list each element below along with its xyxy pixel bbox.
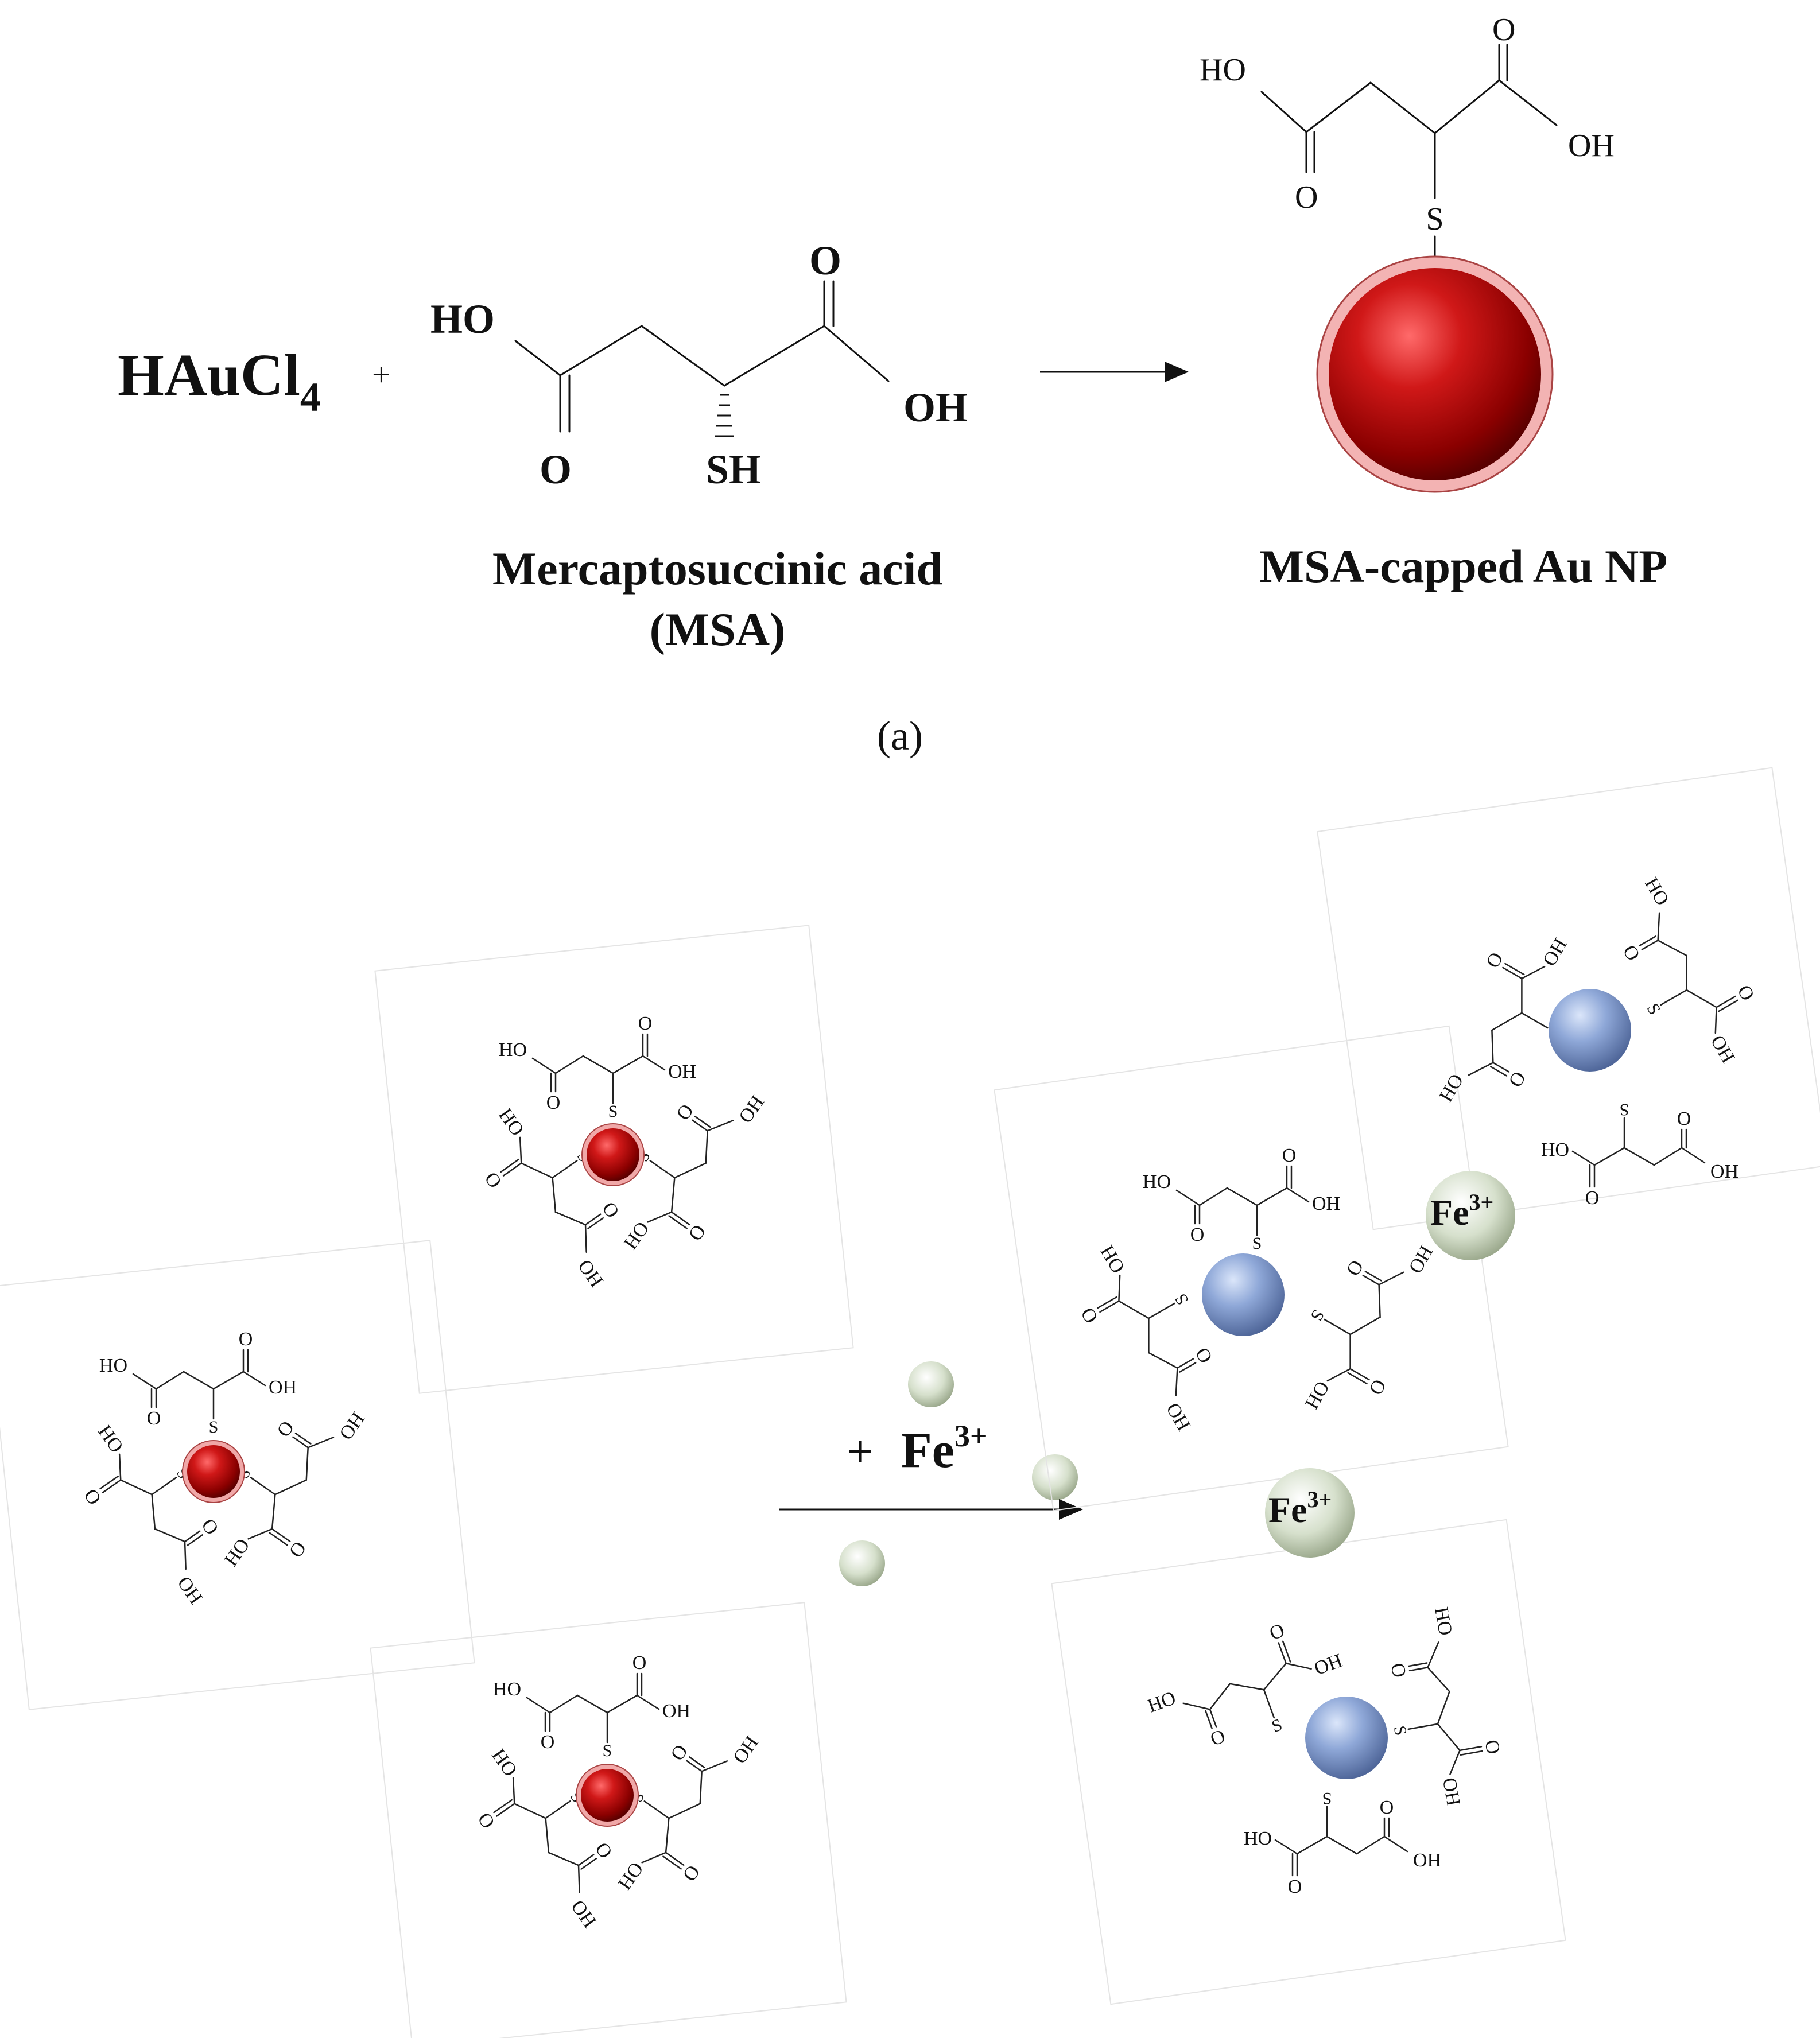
dispersed-np-cluster [0, 1240, 475, 1710]
msa-structure: HO O SH O OH [430, 238, 968, 492]
panel-a-label: (a) [877, 713, 923, 759]
fe-ion-sphere [1265, 1468, 1355, 1558]
fe-ion-sphere [1426, 1171, 1515, 1260]
reagent-label: Fe3+ [901, 1419, 988, 1478]
panel-b: + Fe3+ Fe3+ [0, 767, 1820, 2038]
msa-hydroxyl-label: OH [903, 385, 968, 430]
dispersed-np-cluster [370, 1602, 847, 2038]
reactant-formula: HAuCl4 [118, 342, 321, 420]
fe-ion-label: Fe3+ [1268, 1486, 1332, 1530]
product-name-label: MSA-capped Au NP [1260, 540, 1668, 592]
msa-name-label: Mercaptosuccinic acid [492, 542, 942, 595]
fe-ion-label: Fe3+ [1430, 1189, 1493, 1233]
aggregated-assembly: Fe3+ Fe3+ [994, 767, 1820, 2005]
fe-ion-sphere [1032, 1454, 1078, 1500]
msa-abbrev-label: (MSA) [650, 603, 786, 655]
np-ligand-carbonyl-label: O [1492, 12, 1515, 48]
np-ligand-hydroxyl-label: OH [1568, 128, 1615, 164]
gold-nanoparticle [581, 1769, 634, 1822]
aggregated-nanoparticle [1305, 1697, 1388, 1779]
msa-hydroxyl-label: HO [430, 296, 495, 342]
reagent-plus: + [847, 1427, 873, 1477]
msa-carbonyl-label: O [809, 238, 841, 284]
fe-addition: + Fe3+ [779, 1361, 1083, 1586]
plus-sign: + [372, 356, 391, 393]
aggregated-nanoparticle [1202, 1253, 1285, 1336]
np-ligand-carbonyl-label: O [1295, 180, 1318, 215]
gold-nanoparticle [1329, 268, 1541, 480]
gold-nanoparticle [187, 1445, 240, 1498]
msa-thiol-label: SH [706, 447, 761, 492]
np-ligand-hydroxyl-label: HO [1200, 52, 1246, 88]
panel-a: HAuCl4 + HO O SH O OH M [118, 12, 1667, 759]
fe-ion-sphere [839, 1540, 885, 1586]
np-sulfur-label: S [1426, 201, 1443, 237]
msa-capped-au-np: S HO O O OH [1200, 12, 1615, 493]
msa-carbonyl-label: O [540, 447, 572, 492]
fe-ion-sphere [908, 1361, 954, 1407]
dispersed-np-cluster [374, 925, 854, 1394]
aggregated-nanoparticle [1549, 989, 1631, 1072]
gold-nanoparticle [587, 1128, 639, 1181]
